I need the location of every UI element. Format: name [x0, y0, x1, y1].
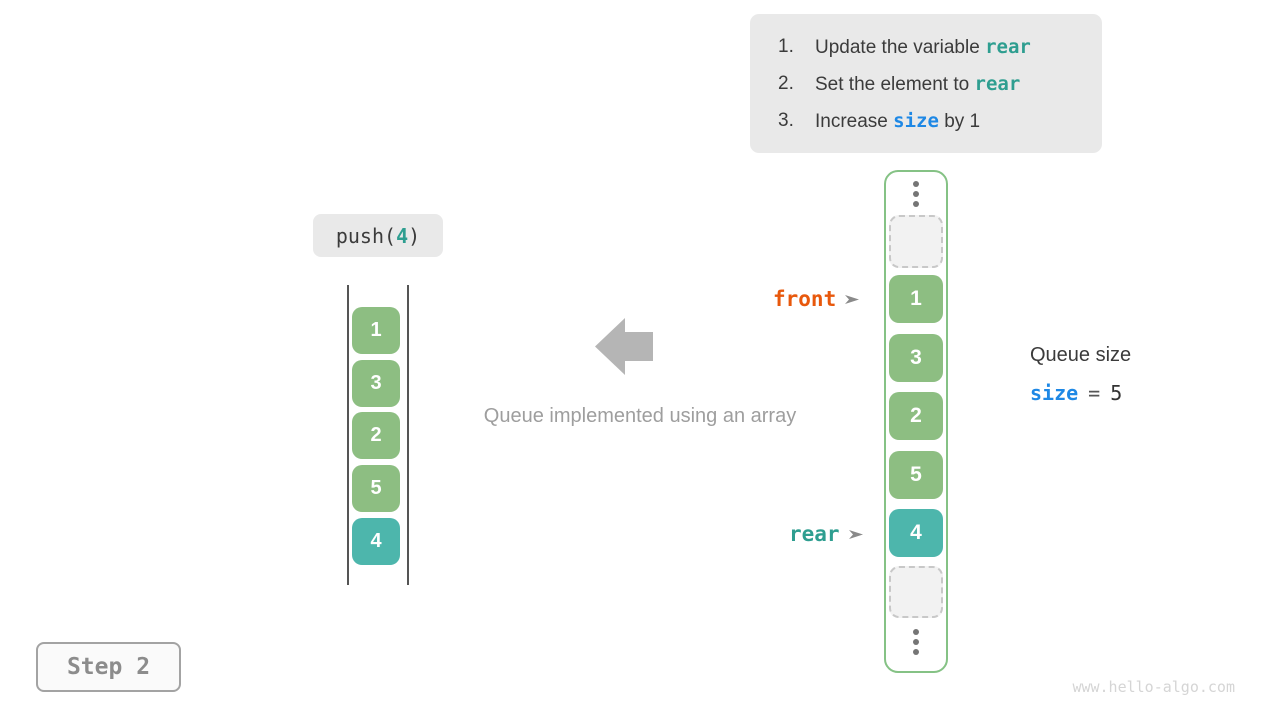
rear-pointer: rear — [789, 522, 864, 546]
operation-fn: push( — [335, 223, 397, 248]
instruction-step-2: 2. Set the element to rear — [778, 72, 1092, 97]
queue-rail-left — [347, 285, 349, 585]
operation-arg: 4 — [396, 223, 409, 248]
code-token-rear: rear — [985, 36, 1031, 58]
ellipsis-bottom-icon — [913, 629, 919, 655]
ellipsis-top-icon — [913, 181, 919, 207]
size-panel: Queue size size = 5 — [1030, 344, 1131, 405]
front-pointer-label: front — [773, 287, 837, 311]
dot — [913, 639, 919, 645]
instruction-step-3: 3. Increase size by 1 — [778, 109, 1092, 134]
front-pointer: front — [773, 287, 860, 311]
instruction-text: Set the element to rear — [815, 73, 1021, 95]
instruction-number: 3. — [778, 110, 794, 131]
instructions-panel: 1. Update the variable rear 2. Set the e… — [750, 14, 1102, 153]
empty-slot-top — [889, 215, 943, 268]
queue-cell: 5 — [352, 465, 400, 513]
queue-cell: 2 — [352, 412, 400, 460]
arrow-left-icon — [595, 318, 653, 380]
instruction-step-1: 1. Update the variable rear — [778, 35, 1092, 60]
array-cell: 3 — [889, 334, 943, 382]
size-value: 5 — [1110, 381, 1123, 405]
step-badge-label: Step 2 — [66, 654, 151, 680]
size-variable: size — [1030, 381, 1079, 405]
diagram-caption: Queue implemented using an array — [483, 405, 797, 427]
pointer-arrow-icon — [843, 291, 860, 308]
dot — [913, 649, 919, 655]
step-badge: Step 2 — [36, 642, 181, 692]
array-cell-new: 4 — [889, 509, 943, 557]
pointer-arrow-icon — [847, 526, 864, 543]
instruction-number: 2. — [778, 73, 794, 94]
abstract-queue: 1 3 2 5 4 — [352, 307, 400, 565]
size-expression: size = 5 — [1030, 381, 1131, 405]
instruction-text: Update the variable rear — [815, 36, 1031, 58]
queue-cell-new: 4 — [352, 517, 400, 565]
queue-cell: 1 — [352, 307, 400, 354]
array-cell: 2 — [889, 392, 943, 440]
instruction-number: 1. — [778, 36, 794, 57]
code-token-size: size — [893, 110, 939, 132]
array-cell: 5 — [889, 451, 943, 499]
watermark: www.hello-algo.com — [1072, 678, 1235, 696]
instruction-text: Increase size by 1 — [815, 110, 981, 132]
queue-rail-right — [407, 285, 409, 585]
array-cell: 1 — [889, 275, 943, 323]
operation-badge: push(4) — [313, 214, 443, 257]
dot — [913, 201, 919, 207]
dot — [913, 191, 919, 197]
operation-close: ) — [408, 223, 421, 248]
dot — [913, 181, 919, 187]
dot — [913, 629, 919, 635]
code-token-rear: rear — [974, 73, 1021, 95]
empty-slot-bottom — [889, 566, 943, 618]
size-panel-title: Queue size — [1030, 344, 1132, 366]
queue-cell: 3 — [352, 359, 400, 407]
rear-pointer-label: rear — [789, 522, 840, 546]
equals-sign: = — [1088, 381, 1101, 405]
